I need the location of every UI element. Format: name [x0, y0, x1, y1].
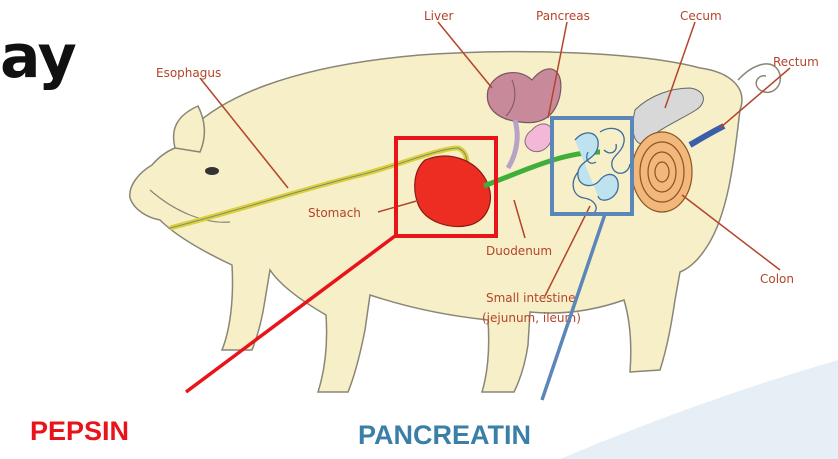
rectum-label: Rectum — [773, 55, 819, 69]
duodenum-label: Duodenum — [486, 244, 552, 258]
liver-label: Liver — [424, 9, 454, 23]
pepsin-callout: PEPSIN — [30, 416, 129, 447]
esophagus-label: Esophagus — [156, 66, 221, 80]
colon-organ — [632, 132, 692, 212]
stomach-label: Stomach — [308, 206, 361, 220]
small-intestine-label-line1: Small intestine — [486, 291, 575, 305]
pancreatin-callout: PANCREATIN — [358, 420, 531, 451]
pancreas-label: Pancreas — [536, 9, 590, 23]
small-intestine-label-line2: (jejunum, ileum) — [482, 311, 581, 325]
liver-organ — [487, 69, 561, 123]
background-swoosh — [560, 360, 838, 459]
cecum-label: Cecum — [680, 9, 722, 23]
eye-icon — [205, 167, 219, 175]
colon-label: Colon — [760, 272, 794, 286]
